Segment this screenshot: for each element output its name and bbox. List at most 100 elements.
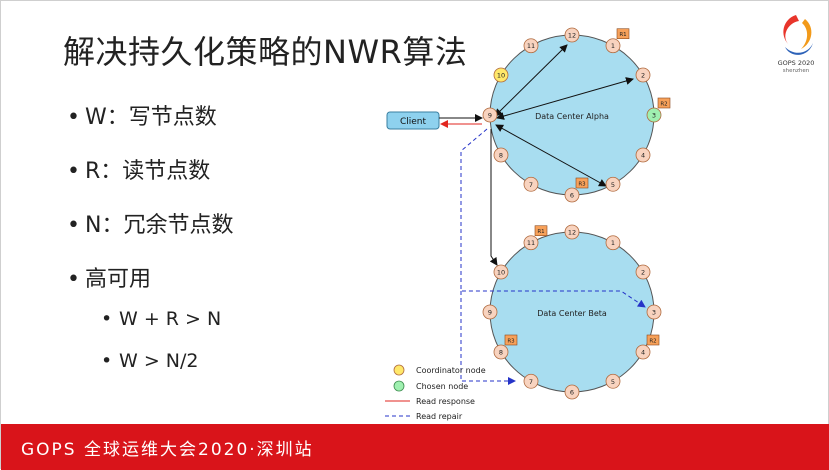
alpha-node-9: [482, 107, 498, 123]
alpha-node-6: [564, 187, 580, 203]
bullet-text: N：冗余节点数: [85, 213, 234, 238]
beta-read-r1: [489, 129, 498, 266]
beta-node-11: [523, 235, 539, 251]
legend-read-response-label: Read response: [416, 397, 475, 406]
alpha-node-label: 11: [527, 42, 535, 50]
alpha-replica-tag: [616, 28, 630, 40]
beta-node-12: [564, 224, 580, 240]
alpha-node-10: [493, 67, 509, 83]
alpha-label: Data Center Alpha: [535, 112, 609, 121]
beta-replica-tag: [646, 334, 660, 346]
bullet-item: •N：冗余节点数: [67, 213, 234, 238]
beta-node-2: [635, 264, 651, 280]
beta-replica-tag: [534, 225, 548, 237]
beta-node-label: 12: [568, 229, 576, 237]
alpha-node-label: 3: [652, 112, 656, 120]
legend-coordinator-label: Coordinator node: [416, 366, 486, 375]
read-repair-beta-4: [460, 128, 646, 308]
logo-swirl-red: [783, 15, 799, 45]
beta-replica-tag-label: R1: [537, 229, 544, 235]
legend-read-repair-label: Read repair: [416, 412, 463, 421]
alpha-node-label: 9: [488, 112, 492, 120]
bullet-text: W：写节点数: [85, 105, 217, 130]
alpha-node-11: [523, 38, 539, 54]
beta-node-label: 3: [652, 309, 656, 317]
alpha-node-1: [605, 38, 621, 54]
alpha-node-label: 2: [641, 72, 645, 80]
bullet-item: •W：写节点数: [67, 105, 217, 130]
bullet-text: 高可用: [85, 267, 152, 292]
alpha-nodes: 1 R1 2 3 R2 4 5 6 R3 7 8 9 10 11 12: [482, 27, 671, 203]
alpha-replica-tag: [657, 97, 671, 109]
footer-text: GOPS 全球运维大会2020·深圳站: [21, 440, 314, 460]
beta-node-label: 9: [488, 309, 492, 317]
bullet-text: W + R > N: [119, 308, 222, 330]
alpha-replica-tag: [575, 177, 589, 189]
beta-node-9: [482, 304, 498, 320]
logo-swirl-blue: [785, 43, 813, 55]
alpha-node-5: [605, 176, 621, 192]
beta-node-label: 11: [527, 239, 535, 247]
beta-node-label: 8: [499, 349, 503, 357]
legend-chosen-label: Chosen node: [416, 382, 468, 391]
beta-node-1: [605, 235, 621, 251]
sub-bullet-item: •W + R > N: [101, 308, 222, 330]
alpha-node-label: 7: [529, 181, 533, 189]
beta-node-4: [635, 344, 651, 360]
alpha-node-12: [564, 27, 580, 43]
alpha-replica-tag-label: R3: [578, 182, 586, 188]
legend-coordinator-swatch: [393, 364, 405, 376]
beta-node-label: 10: [497, 269, 505, 277]
beta-node-3: [646, 304, 662, 320]
beta-node-7: [523, 373, 539, 389]
beta-node-label: 7: [529, 378, 533, 386]
beta-replica-tag-label: R3: [507, 339, 515, 345]
beta-node-label: 2: [641, 269, 645, 277]
alpha-replica-tag-label: R1: [619, 32, 626, 38]
bullet-text: W > N/2: [119, 350, 199, 372]
sub-bullet-item: •W > N/2: [101, 350, 199, 372]
alpha-replica-tag-label: R2: [660, 102, 667, 108]
bullet-item: •R：读节点数: [67, 159, 211, 184]
beta-node-8: [493, 344, 509, 360]
bullet-item: •高可用: [67, 267, 152, 292]
alpha-node-label: 4: [641, 152, 645, 160]
alpha-node-4: [635, 147, 651, 163]
footer-bar: GOPS 全球运维大会2020·深圳站: [1, 424, 829, 470]
alpha-read-r2: [496, 77, 634, 120]
beta-node-10: [493, 264, 509, 280]
alpha-node-label: 12: [568, 32, 576, 40]
legend-chosen-swatch: [393, 380, 405, 392]
alpha-node-3: [646, 107, 662, 123]
alpha-node-label: 10: [497, 72, 505, 80]
beta-replica-tag-label: R2: [649, 339, 656, 345]
beta-node-label: 6: [570, 389, 574, 397]
bullet-text: R：读节点数: [85, 159, 211, 184]
alpha-node-label: 6: [570, 192, 574, 200]
nwr-diagram: Data Center Alpha Data Center Beta Clien…: [385, 27, 671, 421]
client-box: [386, 111, 440, 130]
logo-swirl-orange: [801, 19, 812, 49]
client-label: Client: [400, 117, 427, 127]
alpha-node-8: [493, 147, 509, 163]
alpha-node-2: [635, 67, 651, 83]
beta-node-6: [564, 384, 580, 400]
alpha-node-label: 5: [611, 181, 615, 189]
beta-node-5: [605, 373, 621, 389]
beta-node-label: 5: [611, 378, 615, 386]
alpha-node-label: 1: [611, 42, 615, 50]
alpha-read-r3: [495, 124, 607, 187]
gops-logo: GOPS 2020 shenzhen: [778, 15, 815, 74]
beta-node-label: 1: [611, 239, 615, 247]
logo-name: GOPS 2020: [778, 59, 815, 67]
alpha-node-7: [523, 176, 539, 192]
logo-sub: shenzhen: [783, 68, 810, 74]
alpha-node-label: 8: [499, 152, 503, 160]
read-repair-beta-8: [460, 291, 516, 385]
beta-label: Data Center Beta: [537, 309, 607, 318]
slide-title: 解决持久化策略的NWR算法: [63, 33, 468, 71]
beta-replica-tag: [504, 334, 518, 346]
beta-node-label: 4: [641, 349, 645, 357]
